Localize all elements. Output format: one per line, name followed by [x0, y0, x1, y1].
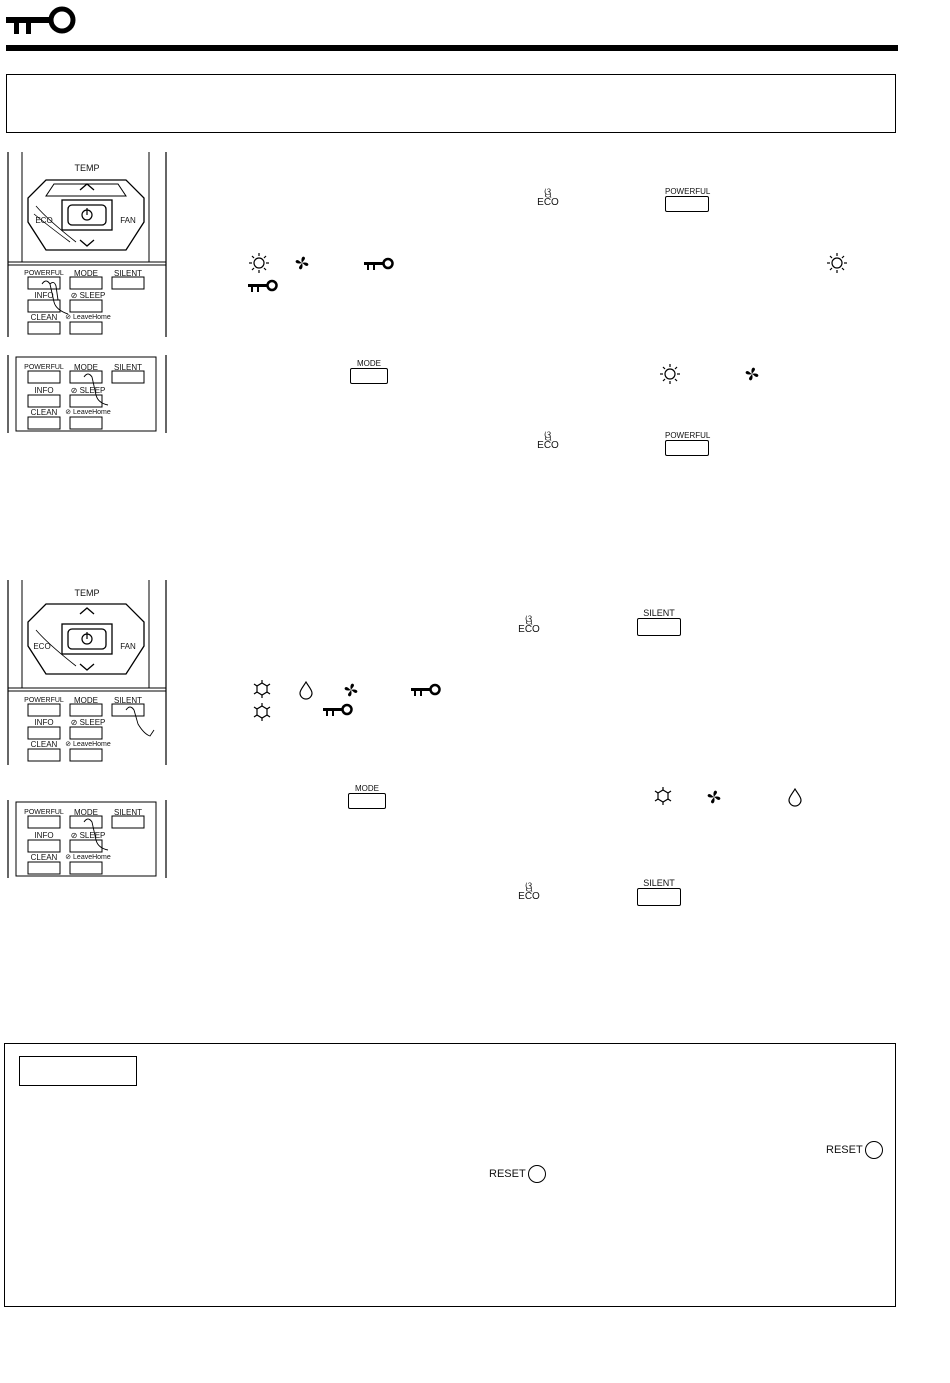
remote-temp-label: TEMP [74, 163, 100, 173]
powerful-button-icon-1: POWERFUL [665, 187, 711, 212]
remote-diagram-2: POWERFUL MODE SILENT INFO ⊘ SLEEP CLEAN … [6, 355, 168, 433]
sun-icon-3 [660, 364, 680, 389]
remote4-mode-label: MODE [74, 808, 98, 817]
eco-icon-4: ୱ ECO [516, 882, 542, 902]
remote3-leavehome-label: ⊘ LeaveHome [65, 741, 111, 748]
remote2-leavehome-label: ⊘ LeaveHome [65, 409, 111, 416]
remote-eco-label: ECO [35, 216, 53, 225]
header-rule [6, 45, 898, 51]
mode-box-2 [348, 793, 386, 809]
fan-icon-1 [294, 255, 310, 276]
remote2-powerful-label: POWERFUL [24, 364, 64, 371]
remote4-clean-label: CLEAN [30, 853, 58, 862]
remote4-info-label: INFO [34, 831, 54, 840]
reset-label-1: RESET [826, 1144, 863, 1156]
remote4-leavehome-label: ⊘ LeaveHome [65, 854, 111, 861]
remote3-fan-label: FAN [120, 642, 136, 651]
powerful-box-2 [665, 440, 709, 456]
remote2-sleep-label: ⊘ SLEEP [70, 386, 106, 395]
mode-button-icon-1: MODE [350, 359, 388, 384]
eco-label-1: ECO [537, 197, 559, 208]
remote2-clean-label: CLEAN [30, 408, 58, 417]
remote3-info-label: INFO [34, 718, 54, 727]
leaf-icon: ୱ [525, 614, 533, 625]
intro-box [6, 74, 896, 133]
powerful-box-1 [665, 196, 709, 212]
note-label-box [19, 1056, 137, 1086]
silent-label-2: SILENT [643, 878, 675, 888]
silent-box-2 [637, 888, 681, 906]
fan-icon-2 [744, 366, 760, 387]
silent-label-1: SILENT [643, 608, 675, 618]
remote4-powerful-label: POWERFUL [24, 809, 64, 816]
remote-diagram-3: TEMP ECO FAN POWERFUL MODE SILENT INFO ⊘… [6, 580, 168, 765]
mode-label-1: MODE [357, 359, 381, 368]
eco-label-3: ECO [518, 624, 540, 635]
remote-fan-label: FAN [120, 216, 136, 225]
remote-diagram-1: TEMP ECO FAN POWERFUL MODE SILENT INFO ⊘… [6, 152, 168, 337]
remote-diagram-4: POWERFUL MODE SILENT INFO ⊘ SLEEP CLEAN … [6, 800, 168, 878]
remote2-mode-label: MODE [74, 363, 98, 372]
powerful-button-icon-2: POWERFUL [665, 431, 711, 456]
fan-icon-3 [343, 682, 359, 703]
key-icon-2 [248, 279, 278, 292]
powerful-label-2: POWERFUL [665, 431, 711, 440]
key-icon [6, 6, 76, 34]
reset-button-icon-2: RESET [489, 1165, 546, 1183]
silent-button-icon-2: SILENT [637, 879, 681, 906]
remote4-sleep-label: ⊘ SLEEP [70, 831, 106, 840]
remote4-silent-label: SILENT [113, 808, 142, 817]
remote3-mode-label: MODE [74, 696, 98, 705]
remote3-sleep-label: ⊘ SLEEP [70, 718, 106, 727]
remote-sleep-label: ⊘ SLEEP [70, 291, 106, 300]
remote-powerful-label: POWERFUL [24, 270, 64, 277]
remote3-clean-label: CLEAN [30, 740, 58, 749]
drop-icon-1 [299, 680, 313, 704]
sun-icon-1 [249, 253, 269, 278]
snowflake-icon-3 [654, 787, 672, 810]
eco-icon-2: ୱ ECO [535, 431, 561, 451]
eco-label-2: ECO [537, 440, 559, 451]
remote3-eco-label: ECO [33, 642, 51, 651]
remote3-silent-label: SILENT [113, 696, 142, 705]
remote3-powerful-label: POWERFUL [24, 697, 64, 704]
eco-icon-1: ୱ ECO [535, 188, 561, 208]
remote-info-label: INFO [34, 291, 54, 300]
remote-clean-label: CLEAN [30, 313, 58, 322]
key-icon-3 [411, 683, 441, 696]
sun-icon-2 [827, 253, 847, 278]
snowflake-icon-2 [253, 703, 271, 726]
leaf-icon: ୱ [544, 430, 552, 441]
reset-label-2: RESET [489, 1168, 526, 1180]
silent-box-1 [637, 618, 681, 636]
leaf-icon: ୱ [544, 187, 552, 198]
silent-button-icon-1: SILENT [637, 609, 681, 636]
key-icon-1 [364, 257, 394, 270]
eco-label-4: ECO [518, 891, 540, 902]
remote-mode-label: MODE [74, 269, 98, 278]
key-icon-4 [323, 703, 353, 716]
mode-label-2: MODE [355, 784, 379, 793]
snowflake-icon-1 [253, 680, 271, 703]
fan-icon-4 [706, 789, 722, 810]
drop-icon-2 [788, 787, 802, 811]
mode-box-1 [350, 368, 388, 384]
mode-button-icon-2: MODE [348, 784, 386, 809]
remote3-temp-label: TEMP [74, 588, 100, 598]
powerful-label-1: POWERFUL [665, 187, 711, 196]
eco-icon-3: ୱ ECO [516, 615, 542, 635]
reset-button-icon-1: RESET [826, 1141, 883, 1159]
reset-circle-icon [527, 1165, 546, 1183]
remote-silent-label: SILENT [113, 269, 142, 278]
reset-circle-icon [864, 1141, 883, 1159]
leaf-icon: ୱ [525, 881, 533, 892]
remote-leavehome-label: ⊘ LeaveHome [65, 314, 111, 321]
remote2-info-label: INFO [34, 386, 54, 395]
remote2-silent-label: SILENT [113, 363, 142, 372]
note-box [4, 1043, 896, 1307]
